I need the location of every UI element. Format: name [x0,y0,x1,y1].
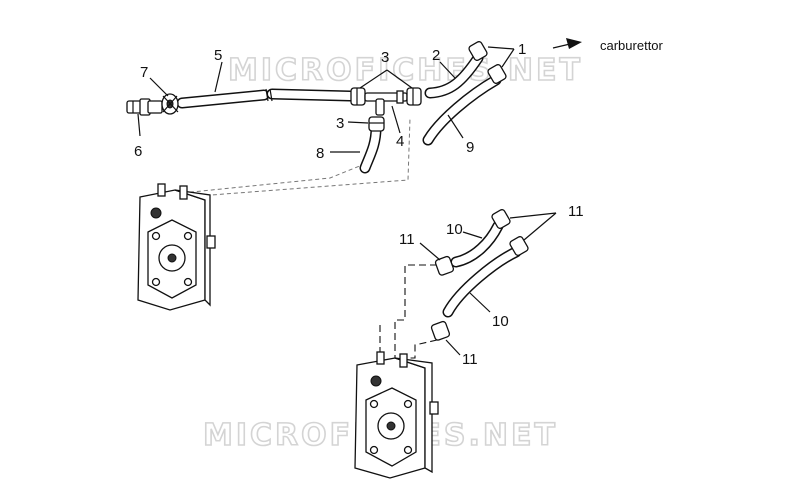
callout-11-bottom: 11 [462,351,478,368]
callout-2: 2 [432,47,440,64]
callout-10-upper: 10 [446,221,463,238]
hose-10-lower [442,246,522,318]
hose-9 [422,74,502,146]
tee-fitting-4 [364,90,408,116]
hose-10-upper [450,220,504,268]
callout-9: 9 [466,139,474,156]
clamp-7 [161,93,179,115]
hose-2 [424,52,484,99]
routing-lines-top [161,117,411,198]
callout-6: 6 [134,143,142,160]
hose-5 [176,88,356,109]
arrow-to-carburettor [552,38,582,49]
clamp-3-main [350,87,366,106]
cylinder-head-top [137,183,216,311]
cylinder-head-bottom [354,351,439,479]
callout-1: 1 [518,41,526,58]
routing-lines-bottom [379,264,438,365]
fitting-6 [126,98,163,116]
callout-7: 7 [140,64,148,81]
hose-8 [359,116,385,174]
callout-4: 4 [396,133,404,150]
callout-10-lower: 10 [492,313,509,330]
clamps-1 [468,41,507,84]
clamp-3-right [406,87,422,106]
callout-3-branch: 3 [336,115,344,132]
callout-3-top: 3 [381,49,389,66]
carburettor-label: carburettor [600,38,664,53]
clamps-11 [430,209,529,341]
callout-5: 5 [214,47,222,64]
leaders-top [137,46,515,153]
callout-8: 8 [316,145,324,162]
callout-11-right: 11 [568,203,584,220]
callout-11-left: 11 [399,231,415,248]
leaders-bottom [419,212,557,356]
